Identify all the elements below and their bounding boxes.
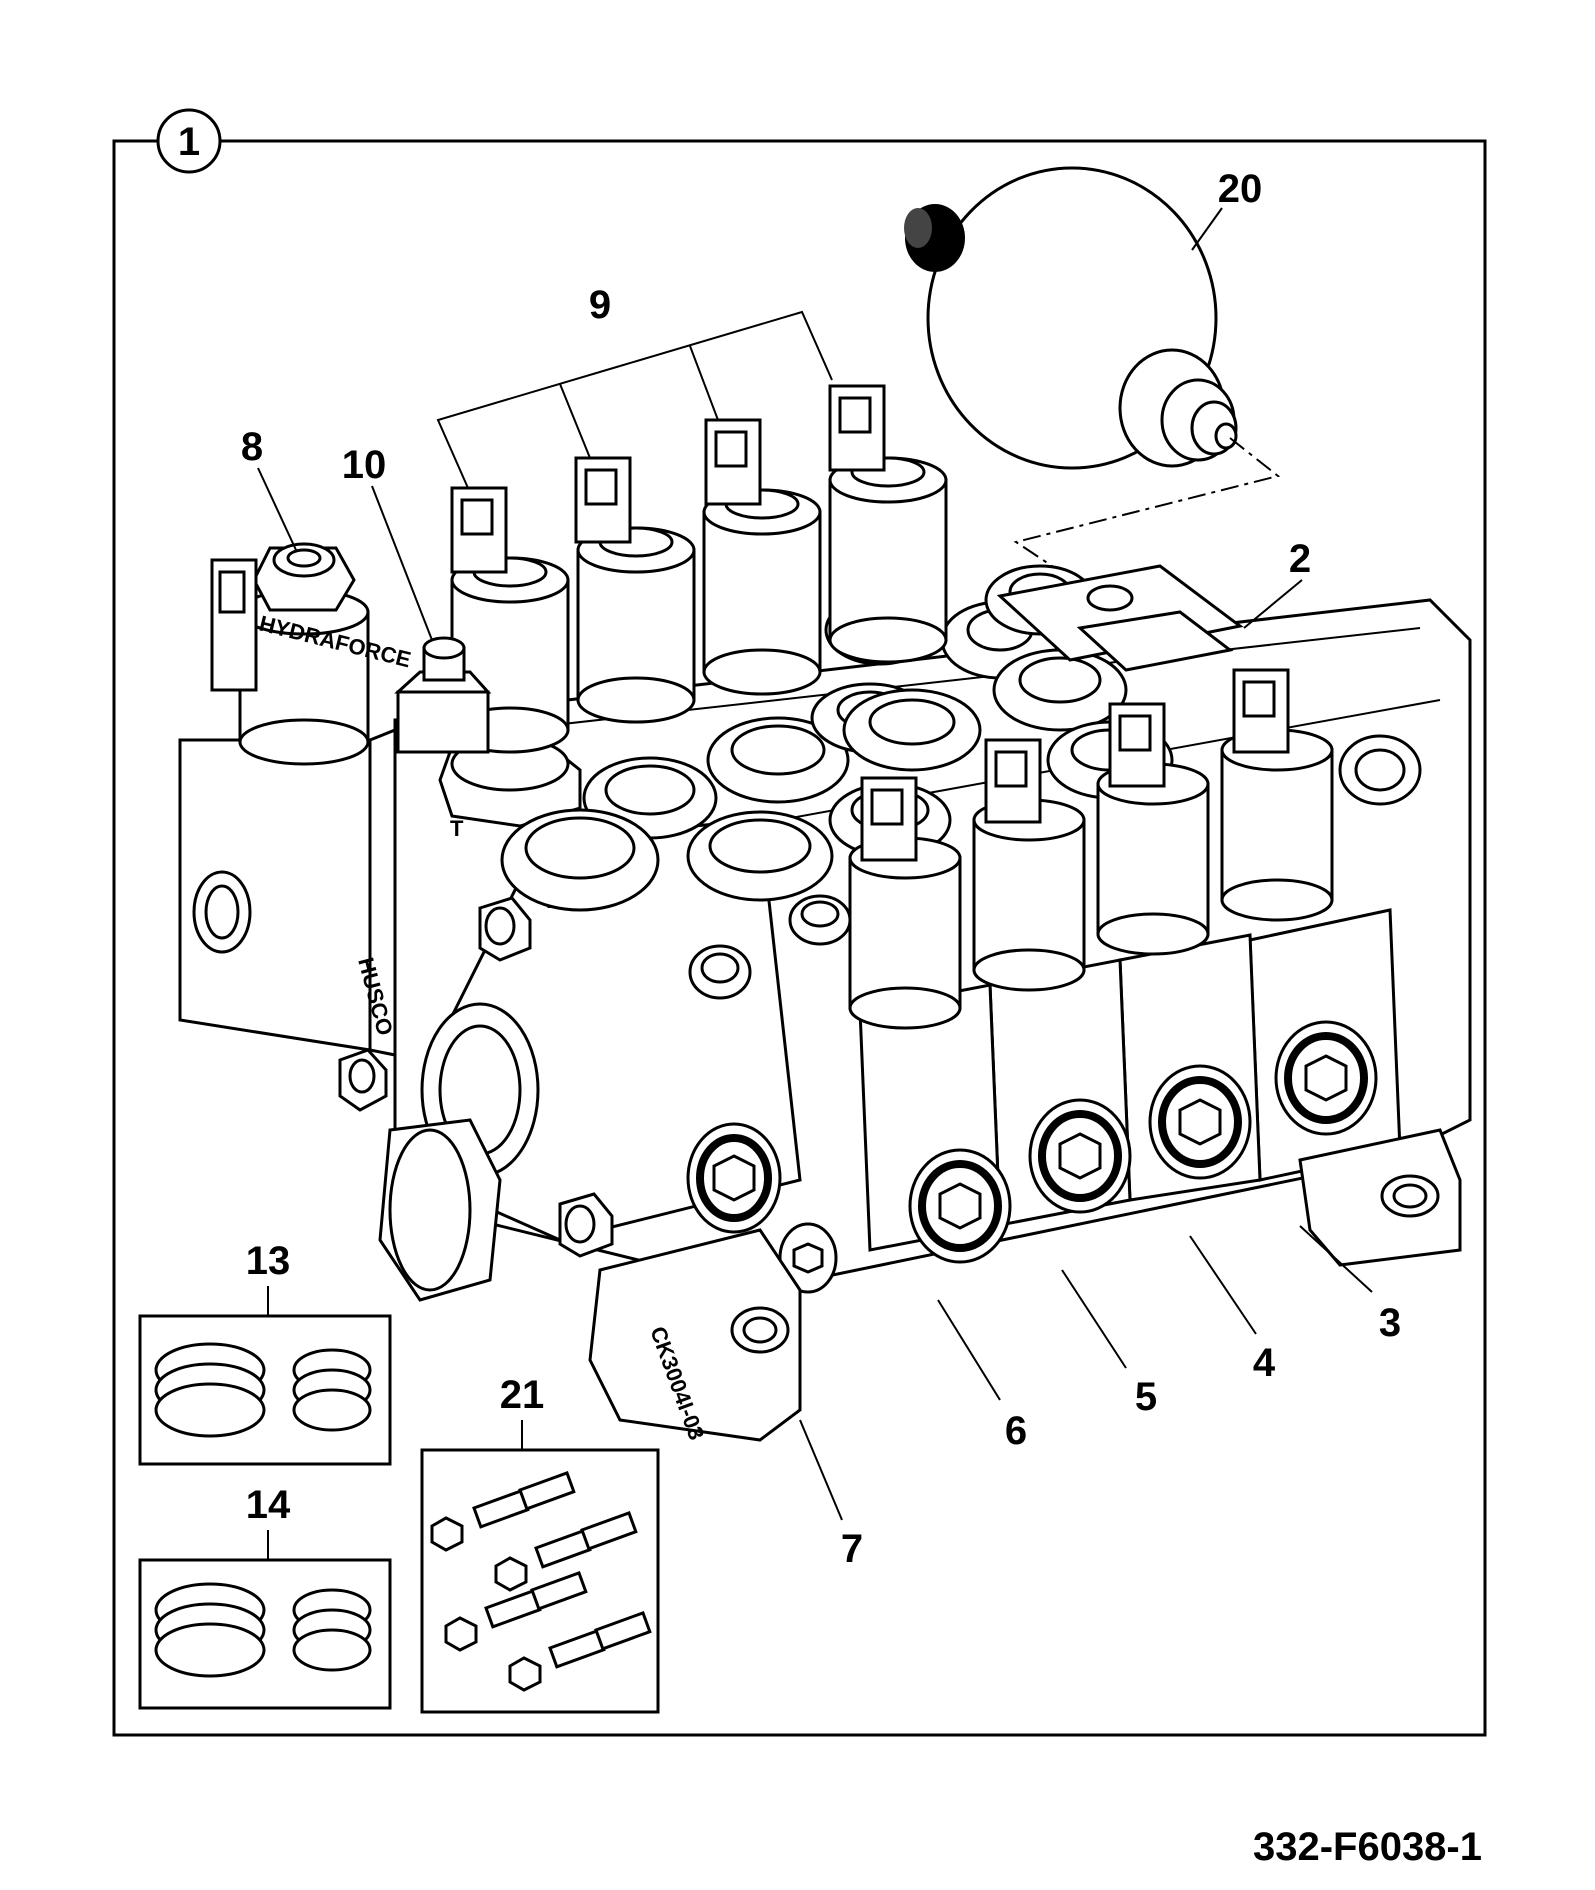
figure-id: 332-F6038-1 — [1253, 1825, 1482, 1869]
relief-valve-part — [394, 636, 492, 754]
stud-set-4 — [508, 1610, 652, 1692]
callout-10: 10 — [342, 443, 387, 487]
front-solenoid-3 — [1096, 702, 1210, 956]
front-solenoid-4 — [1220, 668, 1334, 922]
stud-kit-21-part — [420, 1448, 660, 1714]
diagram-frame — [112, 139, 1487, 1737]
front-solenoid-1 — [848, 776, 962, 1030]
callout-2: 2 — [1289, 537, 1311, 581]
solenoid-valve-part: HYDRAFORCE — [210, 542, 413, 766]
stud-set-2 — [494, 1510, 638, 1592]
callout-9: 9 — [589, 283, 611, 327]
seal-kit-14-part — [138, 1558, 392, 1710]
callout-20: 20 — [1218, 167, 1263, 211]
rear-solenoid-2 — [574, 456, 696, 724]
callout-labels: 20 9 8 10 2 13 3 4 5 6 21 7 14 — [241, 167, 1401, 1571]
front-solenoids-part — [848, 668, 1334, 1030]
callout-14: 14 — [246, 1483, 291, 1527]
callout-5: 5 — [1135, 1375, 1157, 1419]
stud-set-3 — [444, 1570, 588, 1652]
callout-13: 13 — [246, 1239, 291, 1283]
front-solenoid-2 — [972, 738, 1086, 992]
leader-lines — [257, 207, 1373, 1560]
item-number: 1 — [178, 120, 200, 164]
seal-kit-13-part — [138, 1314, 392, 1466]
rear-solenoids-part — [450, 384, 948, 754]
callout-7: 7 — [841, 1527, 863, 1571]
rear-solenoid-3 — [702, 418, 822, 696]
section-ports — [908, 1020, 1378, 1264]
callout-6: 6 — [1005, 1409, 1027, 1453]
callout-3: 3 — [1379, 1301, 1401, 1345]
callout-8: 8 — [241, 425, 263, 469]
tank-port-letter: T — [450, 816, 464, 841]
callout-4: 4 — [1253, 1341, 1276, 1385]
stud-set-1 — [430, 1470, 576, 1552]
item-number-badge: 1 — [156, 108, 222, 174]
callout-21: 21 — [500, 1373, 545, 1417]
accumulator-part — [904, 166, 1281, 579]
rear-solenoid-4 — [828, 384, 948, 664]
